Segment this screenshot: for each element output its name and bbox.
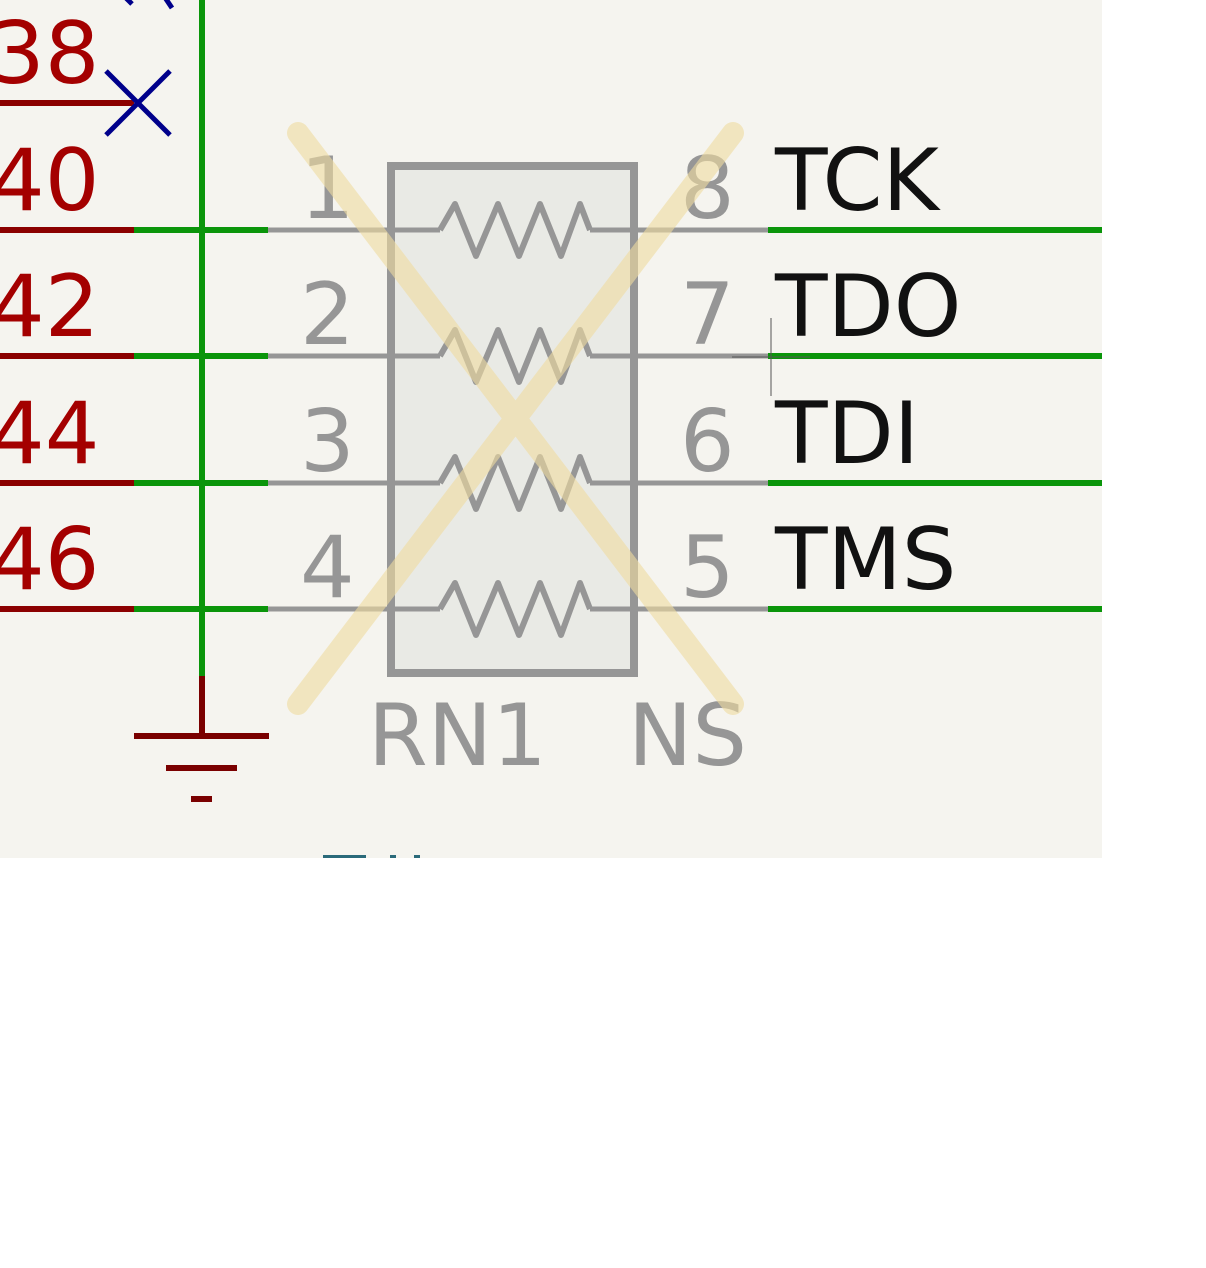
resistor-zigzag-icon xyxy=(437,580,593,638)
ic-pin-number-44: 44 xyxy=(0,384,99,484)
dnp-cross-overlay xyxy=(287,122,744,715)
net-label-tdi[interactable]: TDI xyxy=(774,384,919,484)
no-connect-stroke xyxy=(124,0,134,6)
resistor-network-rn1[interactable]: 18273645 RN1 NS xyxy=(268,139,768,786)
pin-number-left-4: 4 xyxy=(300,518,355,618)
component-reference: RN1 xyxy=(368,686,547,786)
ic-pin-number-46: 46 xyxy=(0,510,99,610)
pin-number-left-3: 3 xyxy=(300,392,355,492)
pin-number-left-2: 2 xyxy=(300,265,355,365)
no-connect-x-icon[interactable] xyxy=(118,0,175,10)
net-label-tdo[interactable]: TDO xyxy=(774,257,961,357)
pin-number-right-7: 7 xyxy=(680,265,735,365)
net-label-tck[interactable]: TCK xyxy=(774,131,942,231)
cursor-crosshair-icon xyxy=(732,318,810,396)
pin-number-right-6: 6 xyxy=(680,392,735,492)
left-pin-group: 38 40 42 44 46 xyxy=(0,0,175,612)
ic-pin-number-38: 38 xyxy=(0,4,99,104)
pin-number-right-5: 5 xyxy=(680,518,735,618)
net-label-group: TCK TDO TDI TMS xyxy=(774,131,961,610)
ground-icon[interactable] xyxy=(134,676,269,802)
no-connect-x-icon[interactable] xyxy=(104,69,172,137)
net-label-tms[interactable]: TMS xyxy=(774,510,956,610)
ic-pin-number-42: 42 xyxy=(0,257,99,357)
wire-group xyxy=(134,227,1102,612)
no-connect-stroke xyxy=(104,69,172,137)
resistor-zigzag-icon xyxy=(437,201,593,259)
ic-pin-number-40: 40 xyxy=(0,131,99,231)
no-connect-stroke xyxy=(163,0,175,10)
